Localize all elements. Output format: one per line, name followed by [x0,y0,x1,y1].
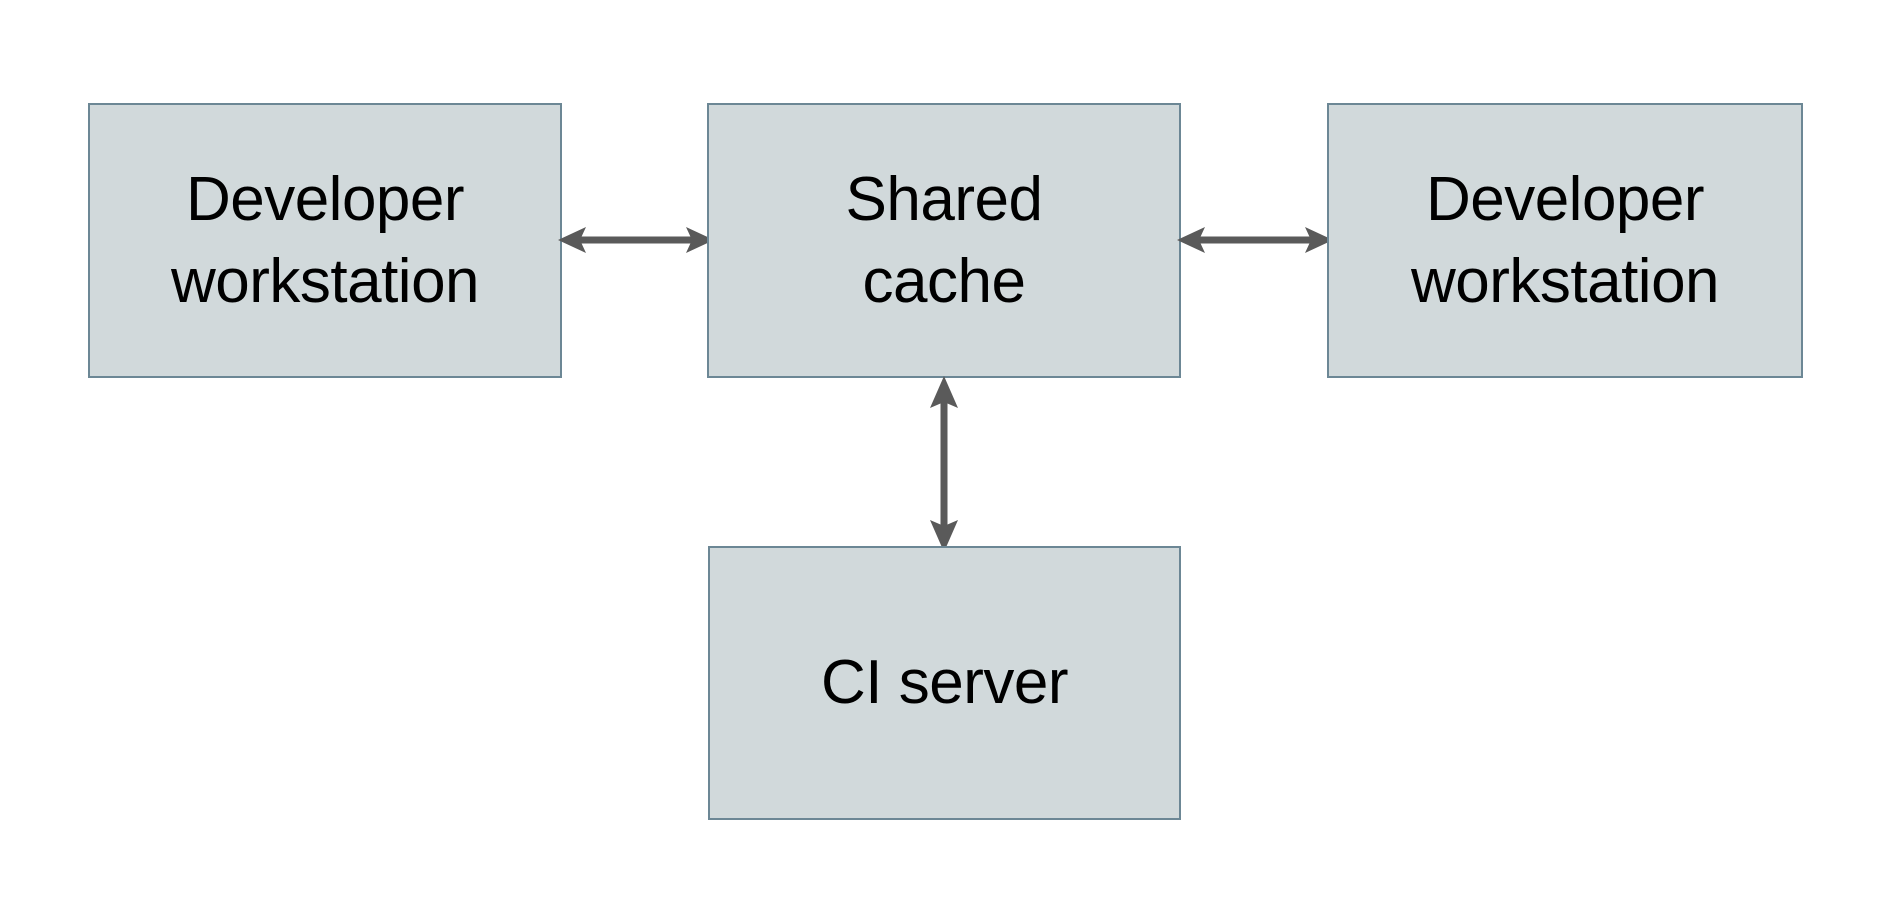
node-developer-workstation-left[interactable]: Developer workstation [88,103,562,378]
node-label: Shared cache [845,164,1043,316]
edge-shared-cache-to-dev-right [1177,215,1333,265]
edge-shared-cache-to-ci-server [919,376,969,552]
node-ci-server[interactable]: CI server [708,546,1181,820]
edge-dev-left-to-shared-cache [558,215,714,265]
double-arrow-icon [558,227,714,253]
node-developer-workstation-right[interactable]: Developer workstation [1327,103,1803,378]
double-arrow-vertical-icon [930,376,958,552]
node-label: Developer workstation [170,164,480,316]
double-arrow-icon [1177,227,1333,253]
node-shared-cache[interactable]: Shared cache [707,103,1181,378]
node-label: Developer workstation [1410,164,1720,316]
node-label: CI server [821,648,1068,718]
